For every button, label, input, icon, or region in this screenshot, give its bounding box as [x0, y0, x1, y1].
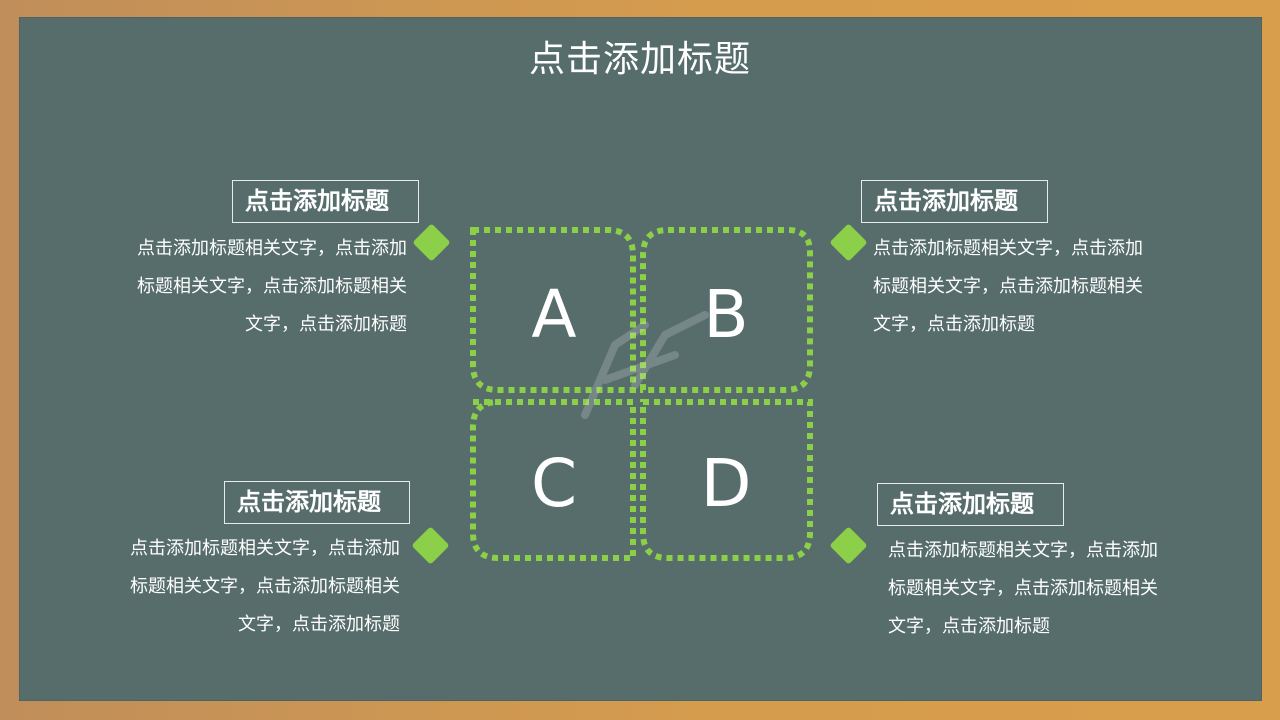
quadrant-a-frame: [470, 227, 636, 393]
text-line: 点击添加标题相关文字，点击添加: [873, 238, 1143, 259]
item-text-top-left[interactable]: 点击添加标题相关文字，点击添加 标题相关文字，点击添加标题相关 文字，点击添加标…: [82, 230, 407, 344]
chalkboard-background: [19, 17, 1262, 701]
item-text-bottom-left[interactable]: 点击添加标题相关文字，点击添加 标题相关文字，点击添加标题相关 文字，点击添加标…: [75, 530, 400, 644]
page-title[interactable]: 点击添加标题: [528, 39, 751, 80]
item-heading-top-left[interactable]: 点击添加标题: [232, 180, 419, 223]
text-line: 点击添加标题相关文字，点击添加: [137, 238, 407, 259]
quadrant-d-label[interactable]: D: [700, 445, 752, 522]
text-line: 标题相关文字，点击添加标题相关: [873, 276, 1143, 297]
watermark-logo-icon: [581, 311, 709, 419]
abcd-quadrant-diagram: A B C D: [463, 220, 823, 570]
text-line: 文字，点击添加标题: [888, 616, 1050, 637]
quadrant-b-frame: [640, 227, 813, 393]
item-heading-bottom-right[interactable]: 点击添加标题: [877, 483, 1064, 526]
quadrant-d-frame: [640, 399, 813, 561]
quadrant-c-frame: [470, 399, 636, 561]
text-line: 点击添加标题相关文字，点击添加: [130, 538, 400, 559]
item-heading-top-right[interactable]: 点击添加标题: [861, 180, 1048, 223]
text-line: 文字，点击添加标题: [873, 314, 1035, 335]
text-line: 点击添加标题相关文字，点击添加: [888, 540, 1158, 561]
quadrant-frames: [470, 227, 813, 561]
quadrant-a-label[interactable]: A: [531, 276, 577, 353]
item-heading-bottom-left[interactable]: 点击添加标题: [224, 481, 410, 524]
text-line: 标题相关文字，点击添加标题相关: [888, 578, 1158, 599]
item-text-bottom-right[interactable]: 点击添加标题相关文字，点击添加 标题相关文字，点击添加标题相关 文字，点击添加标…: [888, 532, 1213, 646]
quadrant-c-label[interactable]: C: [530, 445, 578, 522]
item-text-top-right[interactable]: 点击添加标题相关文字，点击添加 标题相关文字，点击添加标题相关 文字，点击添加标…: [873, 230, 1198, 344]
text-line: 文字，点击添加标题: [238, 614, 400, 635]
text-line: 标题相关文字，点击添加标题相关: [130, 576, 400, 597]
quadrant-b-label[interactable]: B: [703, 276, 749, 353]
text-line: 文字，点击添加标题: [245, 314, 407, 335]
text-line: 标题相关文字，点击添加标题相关: [137, 276, 407, 297]
